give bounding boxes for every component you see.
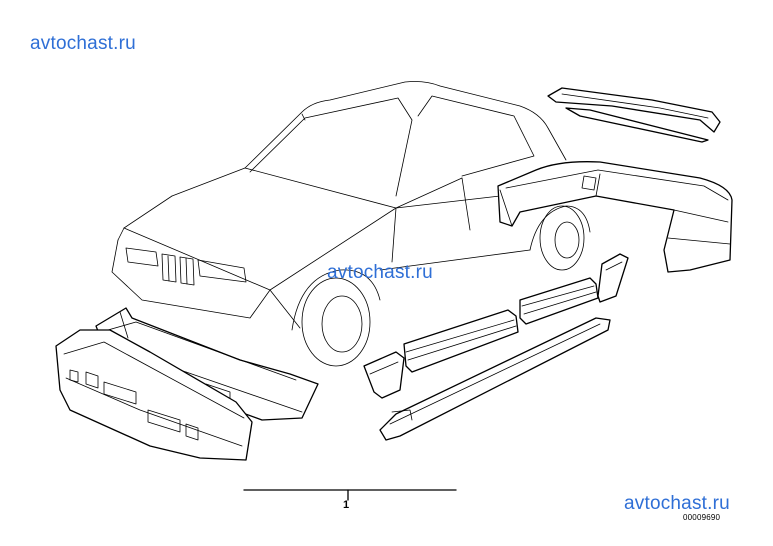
callout-number: 1 [343,499,350,511]
watermark-center: avtochast.ru [327,262,433,283]
car-body-outline [111,81,601,367]
fender-trim-front [363,351,405,399]
diagram-id-label: 00009690 [683,513,721,522]
side-skirt-part [379,317,611,441]
door-molding-rear [519,277,599,325]
watermark-top-left: avtochast.ru [30,33,136,54]
callout-leader [243,489,457,501]
rear-spoiler-part [547,87,721,143]
watermark-bottom-right: avtochast.ru [624,493,730,514]
fender-trim-rear [597,253,629,303]
rear-bumper-part [497,161,733,273]
door-molding-front [403,309,519,373]
front-spoiler-part [55,329,253,461]
